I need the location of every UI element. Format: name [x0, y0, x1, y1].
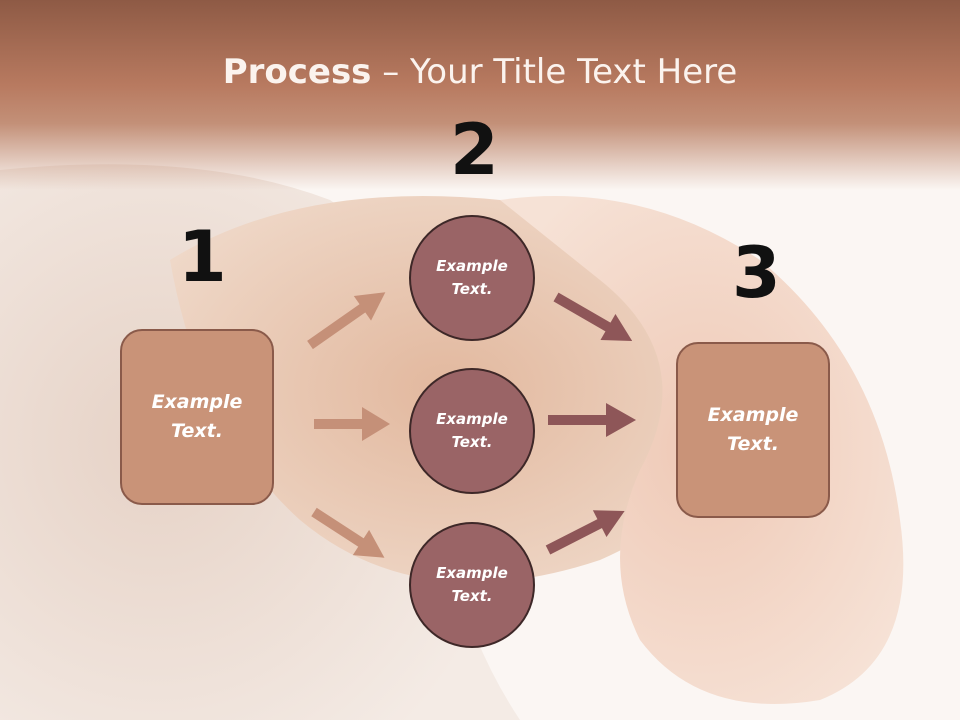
step-box-3: Example Text. — [676, 342, 830, 518]
arrow-right-top — [553, 292, 633, 341]
slide-title: Process – Your Title Text Here — [0, 52, 960, 92]
circle-top: Example Text. — [409, 215, 535, 341]
step-number-1: 1 — [178, 216, 227, 298]
step-box-1-text: Example Text. — [151, 391, 243, 442]
step-box-3-text: Example Text. — [707, 404, 799, 455]
circle-top-text: Example Text. — [436, 257, 508, 298]
circle-bottom: Example Text. — [409, 522, 535, 648]
step-box-1: Example Text. — [120, 329, 274, 505]
arrow-left-bottom — [311, 507, 385, 558]
circle-middle-text: Example Text. — [436, 410, 508, 451]
title-rest: – Your Title Text Here — [371, 52, 738, 92]
step-number-2: 2 — [450, 109, 499, 191]
title-band — [0, 0, 960, 190]
arrow-left-middle — [314, 407, 390, 441]
circle-middle: Example Text. — [409, 368, 535, 494]
arrow-left-top — [307, 292, 386, 350]
arrow-right-middle — [548, 403, 636, 437]
title-bold: Process — [222, 52, 372, 92]
arrow-right-bottom — [545, 510, 625, 555]
circle-bottom-text: Example Text. — [436, 564, 508, 605]
step-number-3: 3 — [732, 232, 781, 314]
